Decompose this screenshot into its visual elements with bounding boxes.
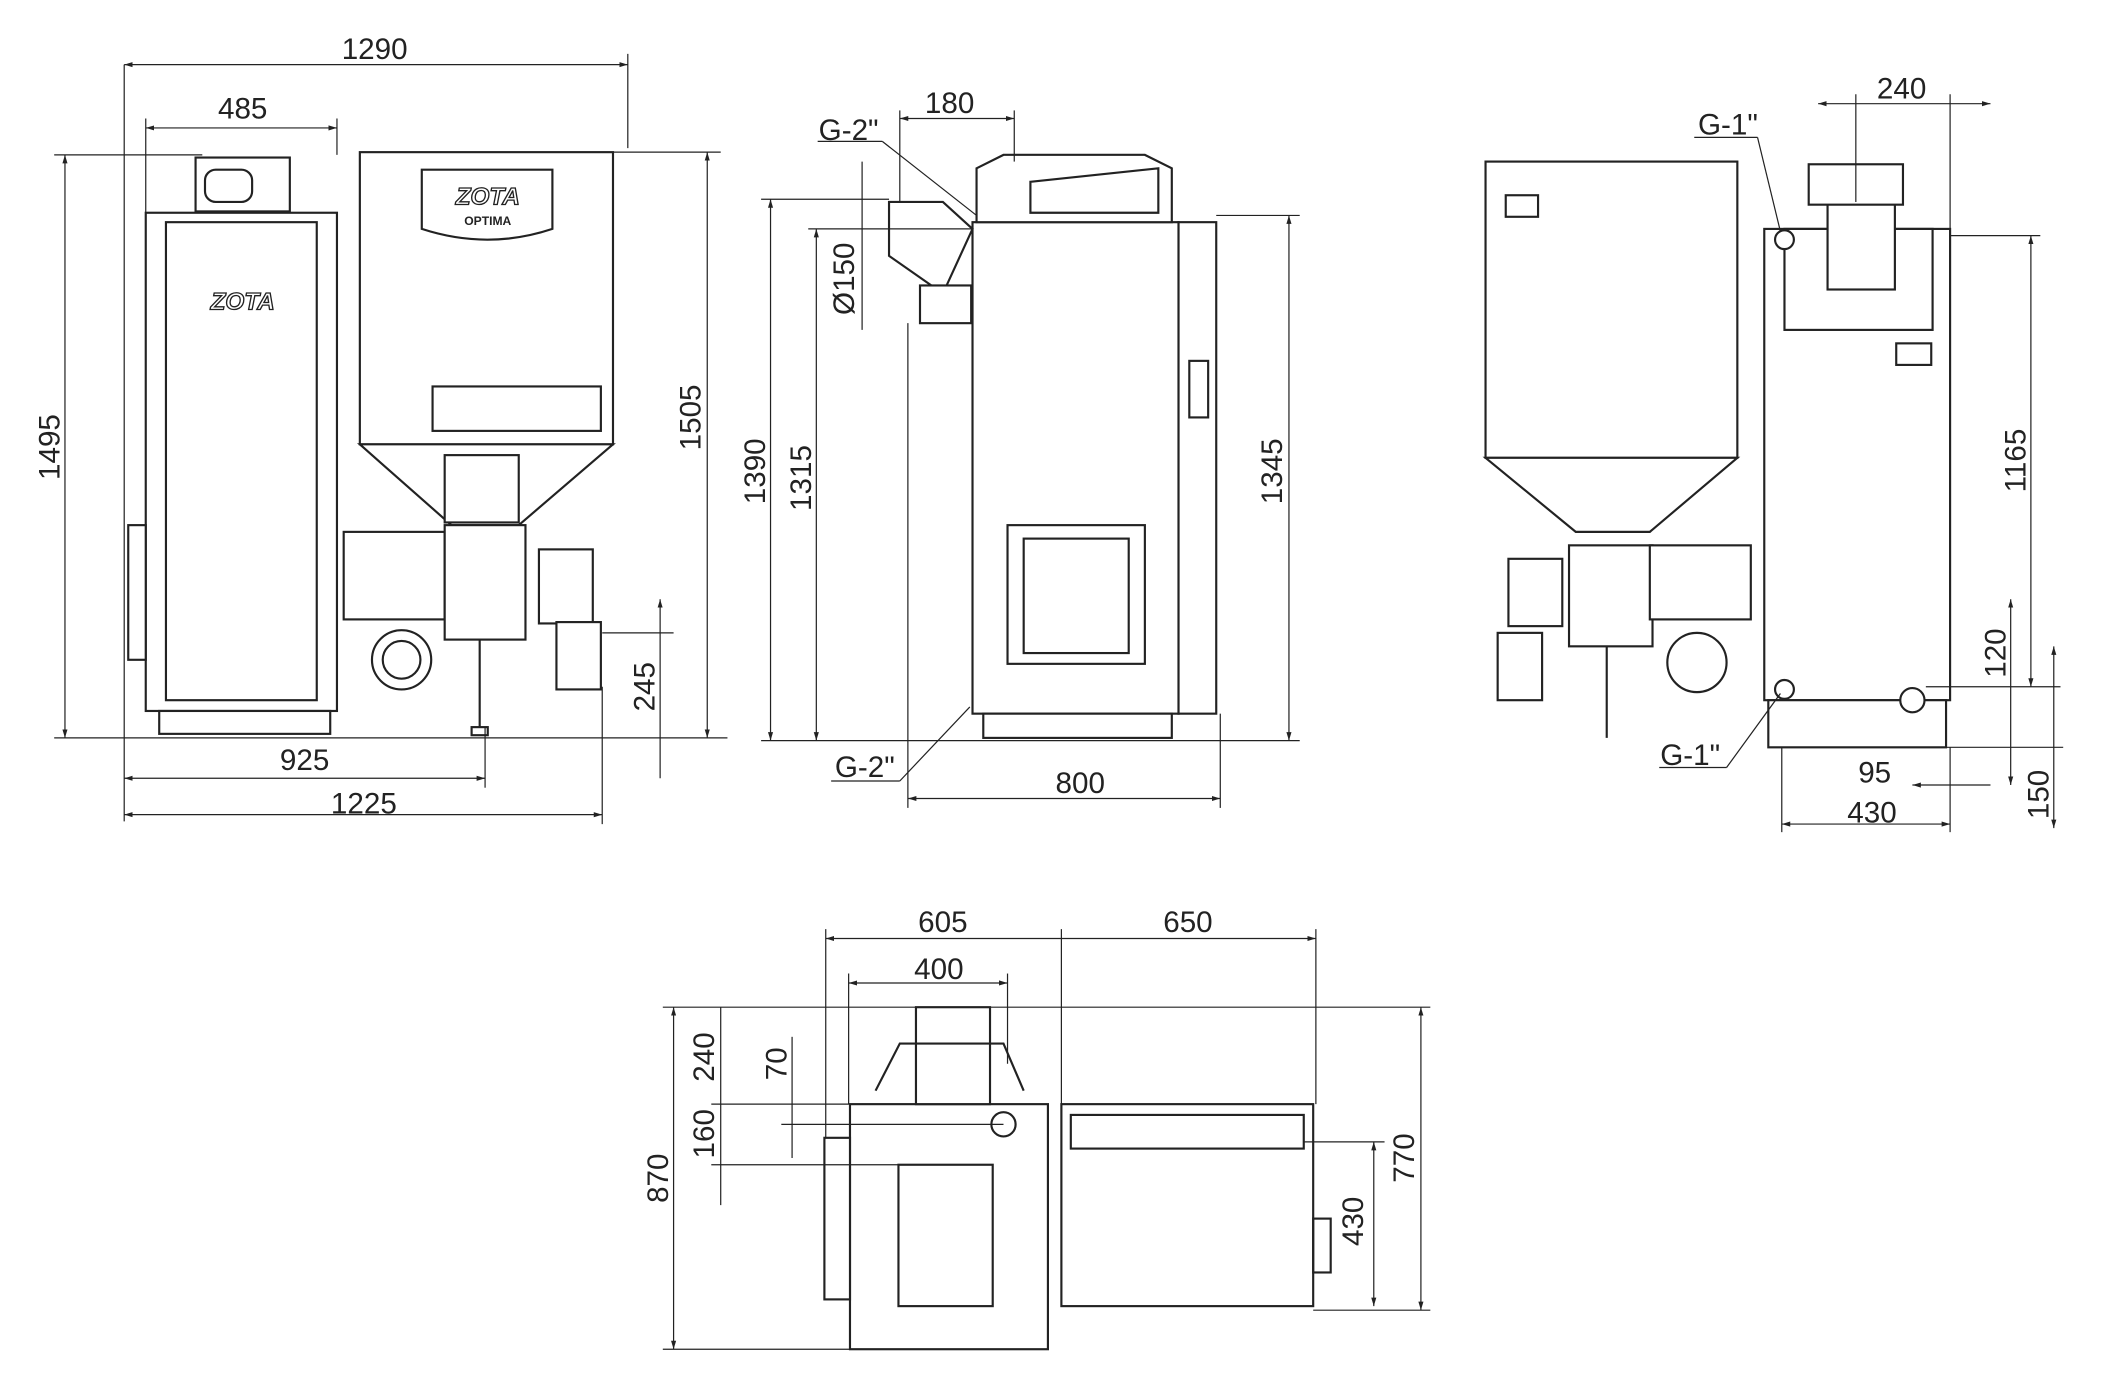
dim-870: 870: [642, 1154, 675, 1203]
top-flue: [914, 1006, 992, 1106]
door: [1006, 524, 1146, 665]
dim-430-top: 430: [1337, 1197, 1370, 1246]
dim-d150: Ø150: [828, 243, 861, 315]
dim-120: 120: [1979, 628, 2012, 677]
label-g2-top: G-2": [819, 114, 879, 147]
dim-800: 800: [1056, 767, 1105, 800]
dim-180: 180: [925, 87, 974, 120]
dim-485: 485: [218, 92, 267, 125]
dim-650: 650: [1163, 906, 1212, 939]
dim-925: 925: [280, 744, 329, 777]
dim-605: 605: [918, 906, 967, 939]
dim-240: 240: [1877, 72, 1926, 105]
dim-245: 245: [629, 662, 662, 711]
feeder: [443, 524, 527, 641]
dim-160: 160: [688, 1109, 721, 1158]
top-view: 605 650 400 870 240 160 70 770 430: [642, 906, 1431, 1351]
dim-1390: 1390: [739, 438, 772, 504]
rear-view: 240 G-1" 1165 120 150 95 430 G-1": [1482, 72, 2064, 833]
rear-hopper: [1484, 160, 1739, 459]
dim-1165: 1165: [1999, 429, 2032, 493]
label-g1-top: G-1": [1698, 109, 1758, 142]
dim-400: 400: [914, 953, 963, 986]
flue-elbow: [887, 200, 974, 296]
label-g1-bottom: G-1": [1660, 739, 1720, 772]
fan: [370, 629, 433, 691]
dim-240-top: 240: [688, 1032, 721, 1081]
dim-95: 95: [1858, 756, 1891, 789]
top-hopper: [1060, 1103, 1315, 1308]
front-view: ZOTA ZOTA OPTIMA 1290 485 1495 1505 925 …: [34, 33, 728, 825]
dim-1315: 1315: [785, 445, 818, 511]
hopper-logo: ZOTA: [455, 184, 520, 211]
dim-1290: 1290: [342, 33, 408, 66]
dim-150: 150: [2022, 770, 2055, 819]
hopper-model-label: OPTIMA: [464, 214, 511, 228]
zota-logo: ZOTA: [210, 289, 275, 316]
label-g2-bottom: G-2": [835, 751, 895, 784]
dim-770: 770: [1388, 1133, 1421, 1182]
motor: [555, 621, 602, 691]
dim-1495: 1495: [34, 414, 67, 480]
burner: [342, 530, 446, 621]
dim-1345: 1345: [1256, 438, 1289, 504]
side-view: 180 G-2" Ø150 1390 1315 1345 800 G-2": [739, 87, 1300, 808]
dim-1505: 1505: [675, 384, 708, 450]
dim-70: 70: [761, 1047, 794, 1080]
controller: [194, 156, 291, 213]
dim-430-rear: 430: [1847, 797, 1896, 830]
boiler-body: [144, 211, 339, 713]
dim-1225: 1225: [331, 787, 397, 820]
rear-flue: [1826, 200, 1896, 291]
